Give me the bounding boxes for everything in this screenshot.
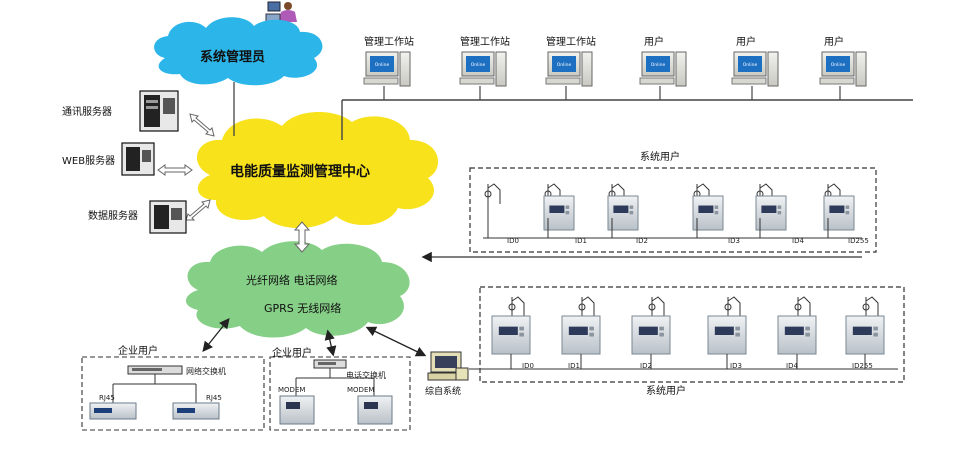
web-server-icon [121, 142, 155, 176]
monitor-screen-text: Online [471, 62, 486, 68]
power-meter-icon [755, 195, 787, 231]
device-id-label: ID2 [636, 237, 648, 245]
workstation-label: 用户 [644, 37, 664, 48]
monitor-screen-text: Online [831, 62, 846, 68]
center-network-link [293, 221, 311, 253]
modem-device-right [357, 395, 393, 425]
web-server-label: WEB服务器 [62, 156, 116, 167]
enterprise-group-1 [81, 356, 265, 431]
monitor-screen-text: Online [375, 62, 390, 68]
device-id-label: ID3 [730, 362, 742, 370]
device-id-label: ID2 [640, 362, 652, 370]
integrated-network-arrow [365, 326, 427, 357]
device-id-label: ID1 [575, 237, 587, 245]
network-cloud [185, 241, 410, 338]
workstation-label: 用户 [824, 37, 844, 48]
rj45-left-label: RJ45 [99, 394, 115, 402]
enterprise-group-1-label: 企业用户 [118, 346, 158, 357]
power-meter-icon [707, 315, 747, 355]
workstation-label: 管理工作站 [460, 37, 510, 48]
rj45-right-label: RJ45 [206, 394, 222, 402]
device-id-label: ID255 [852, 362, 873, 370]
enterprise-group-2 [269, 356, 411, 431]
monitor-screen-text: Online [651, 62, 666, 68]
enterprise2-arrow [324, 329, 337, 357]
monitor-screen-text: Online [557, 62, 572, 68]
data-server-label: 数据服务器 [88, 211, 138, 222]
comm-server-label: 通讯服务器 [62, 107, 112, 118]
workstation-pc-icon: Online [731, 51, 779, 100]
workstation-pc-icon: Online [639, 51, 687, 100]
phone-switch-icon [313, 359, 347, 369]
device-id-label: ID0 [522, 362, 534, 370]
power-meter-icon [607, 195, 639, 231]
workstation-pc-icon: Online [819, 51, 867, 100]
network-switch-icon [127, 365, 183, 375]
workstation-pc-icon: Online [545, 51, 593, 100]
workstation-pc-icon: Online [459, 51, 507, 100]
modem-left-label: MODEM [278, 386, 306, 394]
workstation-label: 用户 [736, 37, 756, 48]
system-users-group-top [469, 167, 877, 253]
power-meter-icon [491, 315, 531, 355]
enterprise1-arrow [202, 317, 230, 353]
power-meter-icon [777, 315, 817, 355]
device-id-label: ID0 [507, 237, 519, 245]
server-link-arrows [157, 113, 215, 221]
power-meter-icon [692, 195, 724, 231]
integrated-system-pc-icon [427, 351, 469, 381]
modem-device-left [279, 395, 315, 425]
enterprise-group-2-label: 企业用户 [272, 348, 312, 359]
power-meter-icon [823, 195, 855, 231]
system-users-bottom-label: 系统用户 [646, 386, 686, 397]
power-meter-icon [561, 315, 601, 355]
admin-cloud [154, 17, 323, 86]
admin-person-icon [265, 1, 297, 23]
device-id-label: ID4 [792, 237, 804, 245]
admin-cloud-label: 系统管理员 [200, 50, 266, 65]
network-switch-label: 网络交换机 [186, 367, 226, 376]
monitor-screen-text: Online [743, 62, 758, 68]
data-server-icon [149, 200, 187, 234]
device-id-label: ID3 [728, 237, 740, 245]
center-cloud-label: 电能质量监测管理中心 [230, 164, 370, 180]
power-meter-icon [631, 315, 671, 355]
workstation-pc-icon: Online [363, 51, 411, 100]
device-id-label: ID255 [848, 237, 869, 245]
workstation-label: 管理工作站 [364, 37, 414, 48]
integrated-system-label: 综自系统 [425, 387, 462, 397]
rj45-device-left [89, 402, 137, 420]
system-users-top-label: 系统用户 [640, 152, 680, 163]
phone-switch-label: 电话交换机 [346, 371, 386, 380]
comm-server-icon [139, 90, 179, 132]
system-users-group-bottom [479, 286, 905, 383]
modem-right-label: MODEM [347, 386, 375, 394]
network-cloud-label-2: GPRS 无线网络 [264, 302, 342, 315]
power-meter-icon [845, 315, 885, 355]
current-transformer-icon [484, 183, 501, 218]
center-cloud [196, 111, 439, 228]
device-id-label: ID1 [568, 362, 580, 370]
device-id-label: ID4 [786, 362, 798, 370]
network-cloud-label-1: 光纤网络 电话网络 [246, 274, 338, 287]
rj45-device-right [172, 402, 220, 420]
power-meter-icon [543, 195, 575, 231]
workstation-label: 管理工作站 [546, 37, 596, 48]
